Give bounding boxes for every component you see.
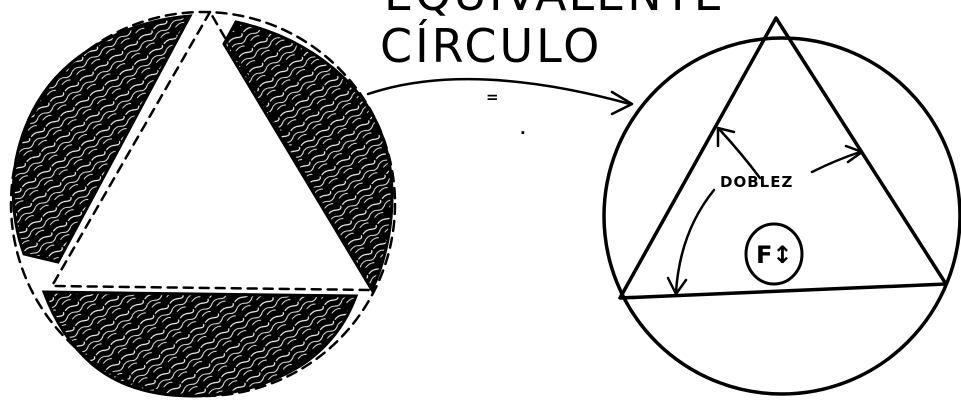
dot-mark: . [520,120,527,138]
title-top-text: EQUIVALENTE [384,0,725,21]
equals-mark: = [486,88,500,106]
equivalence-arrow [368,79,632,114]
title-text: CÍRCULO [380,19,602,73]
fold-arrow-right [812,152,860,172]
fold-symbol-badge: F↕ [746,224,802,284]
fold-symbol-text: F↕ [756,241,793,269]
right-circle-figure [604,18,960,394]
segment-right [224,22,392,290]
segment-bottom [44,292,356,396]
segment-left [13,16,190,262]
fold-arrow-down [676,190,714,292]
fold-label: DOBLEZ [720,173,793,191]
right-circle-outline [604,38,960,394]
fold-arrows [668,128,862,294]
left-circle-figure [11,12,395,396]
fold-arrow-up [720,130,760,178]
